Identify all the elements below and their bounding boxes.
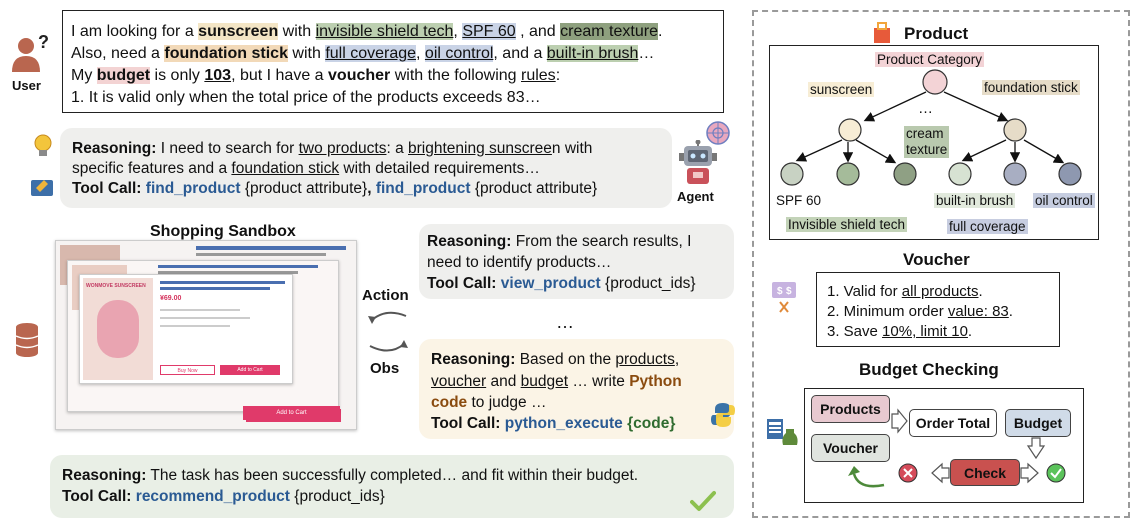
- node-brush: [948, 162, 972, 186]
- page-add-to-cart-button[interactable]: Add to Cart: [243, 406, 340, 420]
- label-category: Product Category: [875, 52, 985, 67]
- checkmark-icon: [690, 490, 716, 517]
- step4-bubble: Reasoning: The task has been successfull…: [50, 455, 734, 518]
- step1-bubble: Reasoning: I need to search for two prod…: [60, 128, 672, 208]
- query-line-4: 1. It is valid only when the total price…: [71, 89, 541, 106]
- node-spf: [780, 162, 804, 186]
- sunscreen-screen-title: WONMOVE SUNSCREEN: [86, 283, 146, 289]
- sandbox-screens: WONMOVE SUNSCREEN ¥69.00 Buy Now Add to …: [55, 240, 365, 433]
- label-shield: Invisible shield tech: [786, 217, 908, 232]
- network-icon: [705, 120, 731, 151]
- product-title: Product: [904, 24, 969, 43]
- svg-text:$: $: [777, 286, 783, 297]
- node-oil: [1058, 162, 1082, 186]
- node-cream: [893, 162, 917, 186]
- label-coverage: full coverage: [947, 219, 1028, 234]
- budget-box: Budget: [1005, 409, 1071, 437]
- budget-check-box: [804, 388, 1084, 503]
- query-line-2: Also, need a foundation stick with full …: [71, 45, 655, 62]
- user-query-box: I am looking for a sunscreen with invisi…: [62, 10, 724, 113]
- budget-title: Budget Checking: [859, 360, 999, 379]
- fail-x-icon: [898, 463, 918, 488]
- add-to-cart-button[interactable]: Add to Cart: [220, 365, 280, 375]
- label-cream: cream texture: [904, 126, 950, 158]
- action-label: Action: [362, 287, 409, 304]
- user-label: User: [12, 78, 41, 93]
- label-spf: SPF 60: [776, 193, 822, 208]
- svg-text:?: ?: [38, 34, 48, 52]
- label-oil: oil control: [1033, 193, 1095, 208]
- node-foundation: [1003, 118, 1027, 142]
- python-logo-icon: [710, 402, 736, 433]
- tool-icon: [30, 174, 56, 203]
- price-label: ¥69.00: [160, 295, 182, 302]
- buy-now-button[interactable]: Buy Now: [160, 365, 215, 375]
- products-box: Products: [811, 395, 890, 423]
- pass-check-icon: [1046, 463, 1066, 488]
- query-line-3: My budget is only 103, but I have a vouc…: [71, 67, 561, 84]
- voucher-icon: $ $: [770, 280, 798, 319]
- label-dots: …: [918, 100, 933, 117]
- node-shield: [836, 162, 860, 186]
- voucher-title: Voucher: [903, 250, 970, 269]
- node-coverage: [1003, 162, 1027, 186]
- step3-bubble: Reasoning: Based on the products, vouche…: [419, 339, 734, 439]
- ellipsis: …: [556, 312, 574, 332]
- lightbulb-icon: [33, 130, 53, 164]
- label-sunscreen: sunscreen: [808, 82, 875, 97]
- voucher-rules-box: 1. Valid for all products. 2. Minimum or…: [816, 272, 1060, 347]
- order-total-box: Order Total: [909, 409, 997, 437]
- check-box: Check: [950, 459, 1020, 486]
- product-page-front: WONMOVE SUNSCREEN ¥69.00 Buy Now Add to …: [79, 274, 293, 384]
- robot-icon: [678, 139, 718, 191]
- obs-label: Obs: [370, 360, 400, 377]
- node-category: [922, 69, 948, 95]
- agent-label: Agent: [677, 189, 714, 204]
- sandbox-title: Shopping Sandbox: [150, 223, 296, 240]
- step2-bubble: Reasoning: From the search results, I ne…: [419, 224, 734, 299]
- voucher-box: Voucher: [811, 434, 890, 462]
- calculator-icon: [766, 417, 800, 454]
- budget-flow-arrows: [848, 408, 1046, 488]
- cycle-arrows-icon: [364, 308, 412, 363]
- label-foundation: foundation stick: [982, 80, 1080, 95]
- shopping-bag-icon: [873, 22, 891, 49]
- label-brush: built-in brush: [934, 193, 1016, 208]
- query-line-1: I am looking for a sunscreen with invisi…: [71, 23, 663, 40]
- right-panel: [752, 10, 1130, 518]
- svg-text:$: $: [786, 286, 792, 297]
- user-icon: ?: [12, 32, 49, 74]
- database-icon: [14, 322, 40, 363]
- node-sunscreen: [838, 118, 862, 142]
- product-tree-box: Product Category sunscreen foundation st…: [769, 45, 1099, 240]
